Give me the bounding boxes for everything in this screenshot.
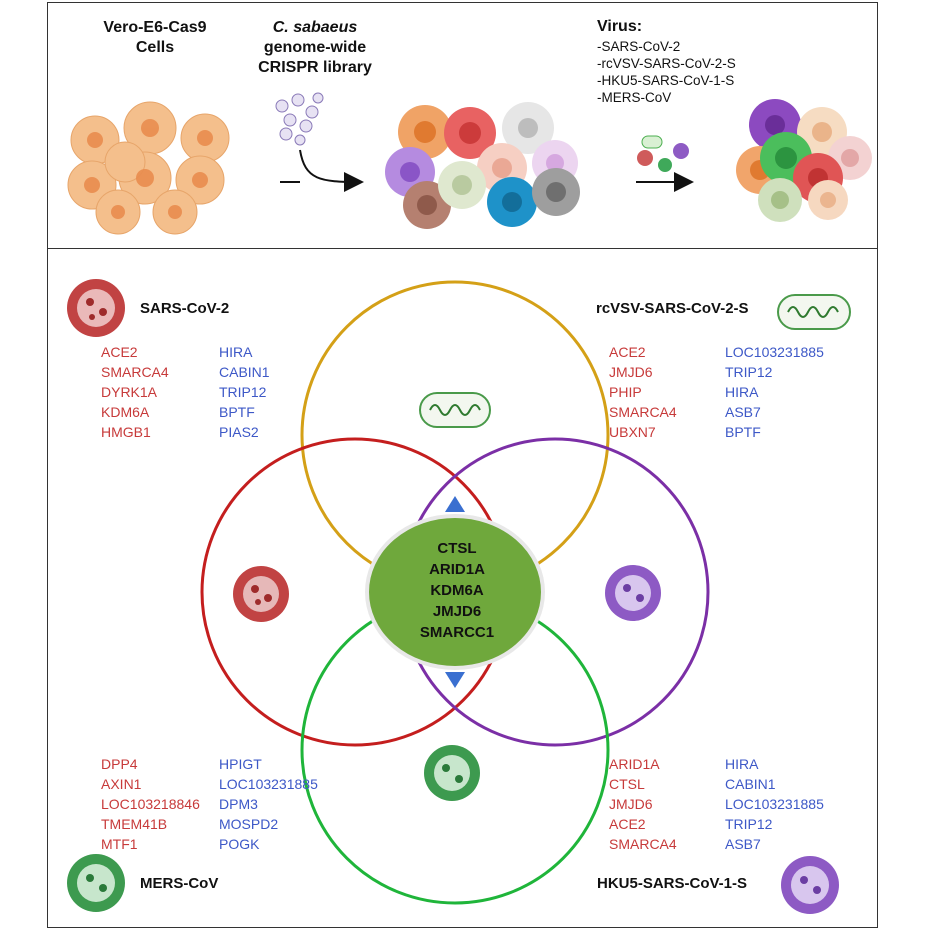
gene-item: PHIP <box>609 384 642 400</box>
gene-item: JMJD6 <box>609 796 653 812</box>
gene-item: SMARCA4 <box>609 404 677 420</box>
gene-item: TRIP12 <box>219 384 267 400</box>
gene-item: JMJD6 <box>609 364 653 380</box>
gene-item: ARID1A <box>609 756 660 772</box>
core-gene: CTSL <box>437 540 477 557</box>
sars-virion-icon <box>233 566 289 622</box>
core-genes-list: CTSL ARID1A KDM6A JMJD6 SMARCC1 <box>372 538 542 643</box>
gene-item: SMARCA4 <box>609 836 677 852</box>
hku5-title: HKU5-SARS-CoV-1-S <box>597 875 748 892</box>
core-gene: JMJD6 <box>432 603 482 620</box>
gene-item: DPM3 <box>219 796 258 812</box>
sars-cov-2-virus-icon <box>67 279 125 337</box>
gene-item: HIRA <box>725 384 759 400</box>
gene-item: LOC103218846 <box>101 796 200 812</box>
gene-item: CABIN1 <box>219 364 270 380</box>
mers-cov-virus-icon <box>67 854 125 912</box>
mers-blue-genes: HPIGT LOC103231885 DPM3 MOSPD2 POGK <box>219 754 318 854</box>
gene-item: UBXN7 <box>609 424 656 440</box>
rcvsv-red-genes: ACE2 JMJD6 PHIP SMARCA4 UBXN7 <box>609 342 677 442</box>
library-label-line2: genome-wide <box>263 39 367 56</box>
gene-item: HPIGT <box>219 756 262 772</box>
arrow-icon <box>299 149 364 192</box>
gene-item: LOC103231885 <box>725 344 824 360</box>
gene-item: CABIN1 <box>725 776 776 792</box>
rcvsv-title: rcVSV-SARS-CoV-2-S <box>596 300 749 317</box>
gene-item: HMGB1 <box>101 424 151 440</box>
hku5-virion-icon <box>605 565 661 621</box>
gene-item: HIRA <box>219 344 253 360</box>
cells-label: Vero-E6-Cas9 Cells <box>80 18 230 58</box>
gene-item: PIAS2 <box>219 424 259 440</box>
virus-legend: Virus: -SARS-CoV-2 -rcVSV-SARS-CoV-2-S -… <box>597 18 797 106</box>
virus-item: -MERS-CoV <box>597 90 672 105</box>
gene-item: ACE2 <box>101 344 138 360</box>
cells-label-line2: Cells <box>135 39 175 56</box>
gene-item: DPP4 <box>101 756 138 772</box>
gene-item: DYRK1A <box>101 384 158 400</box>
hku5-red-genes: ARID1A CTSL JMJD6 ACE2 SMARCA4 <box>609 754 677 854</box>
hku5-virus-icon <box>781 856 839 914</box>
gene-item: CTSL <box>609 776 645 792</box>
gene-item: ACE2 <box>609 344 646 360</box>
sars-cov-2-title: SARS-CoV-2 <box>140 300 230 317</box>
gene-item: ACE2 <box>609 816 646 832</box>
gene-item: ASB7 <box>725 404 761 420</box>
infected-cells-icon <box>736 99 872 222</box>
core-gene: ARID1A <box>429 561 485 578</box>
cells-label-line1: Vero-E6-Cas9 <box>103 19 207 36</box>
core-genes-disc <box>365 514 545 670</box>
gene-item: TRIP12 <box>725 816 773 832</box>
gene-item: KDM6A <box>101 404 150 420</box>
gene-item: LOC103231885 <box>725 796 824 812</box>
rcvsv-virion-icon <box>419 392 491 428</box>
gene-item: MOSPD2 <box>219 816 279 832</box>
gene-item: BPTF <box>725 424 761 440</box>
rcvsv-virus-icon <box>777 294 851 330</box>
library-label-line1: C. sabaeus <box>272 19 358 36</box>
core-gene: SMARCC1 <box>419 624 495 641</box>
gene-item: HIRA <box>725 756 759 772</box>
mers-red-genes: DPP4 AXIN1 LOC103218846 TMEM41B MTF1 <box>101 754 200 854</box>
gene-item: TMEM41B <box>101 816 168 832</box>
virus-item: -rcVSV-SARS-CoV-2-S <box>597 56 736 71</box>
library-label-line3: CRISPR library <box>258 59 372 76</box>
library-label: C. sabaeus genome-wide CRISPR library <box>240 18 390 78</box>
gene-item: AXIN1 <box>101 776 142 792</box>
mers-cov-title: MERS-CoV <box>140 875 219 892</box>
sars-blue-genes: HIRA CABIN1 TRIP12 BPTF PIAS2 <box>219 342 270 442</box>
gene-item: LOC103231885 <box>219 776 318 792</box>
sars-red-genes: ACE2 SMARCA4 DYRK1A KDM6A HMGB1 <box>101 342 169 442</box>
gene-item: POGK <box>219 836 260 852</box>
gene-item: BPTF <box>219 404 255 420</box>
core-gene: KDM6A <box>430 582 484 599</box>
crispr-library-icon <box>275 92 324 146</box>
virus-item: -SARS-CoV-2 <box>597 39 681 54</box>
virus-item: -HKU5-SARS-CoV-1-S <box>597 73 735 88</box>
transduced-cells-icon <box>385 102 580 229</box>
arrow-up-icon <box>445 496 465 512</box>
hku5-blue-genes: HIRA CABIN1 LOC103231885 TRIP12 ASB7 <box>725 754 824 854</box>
gene-item: ASB7 <box>725 836 761 852</box>
gene-item: SMARCA4 <box>101 364 169 380</box>
gene-item: TRIP12 <box>725 364 773 380</box>
vero-cells-icon <box>67 101 230 235</box>
rcvsv-blue-genes: LOC103231885 TRIP12 HIRA ASB7 BPTF <box>725 342 824 442</box>
virus-header: Virus: <box>597 18 643 35</box>
mers-virion-icon <box>424 745 480 801</box>
arrow-down-icon <box>445 672 465 688</box>
gene-item: MTF1 <box>101 836 138 852</box>
virus-mix-icon <box>637 135 689 172</box>
